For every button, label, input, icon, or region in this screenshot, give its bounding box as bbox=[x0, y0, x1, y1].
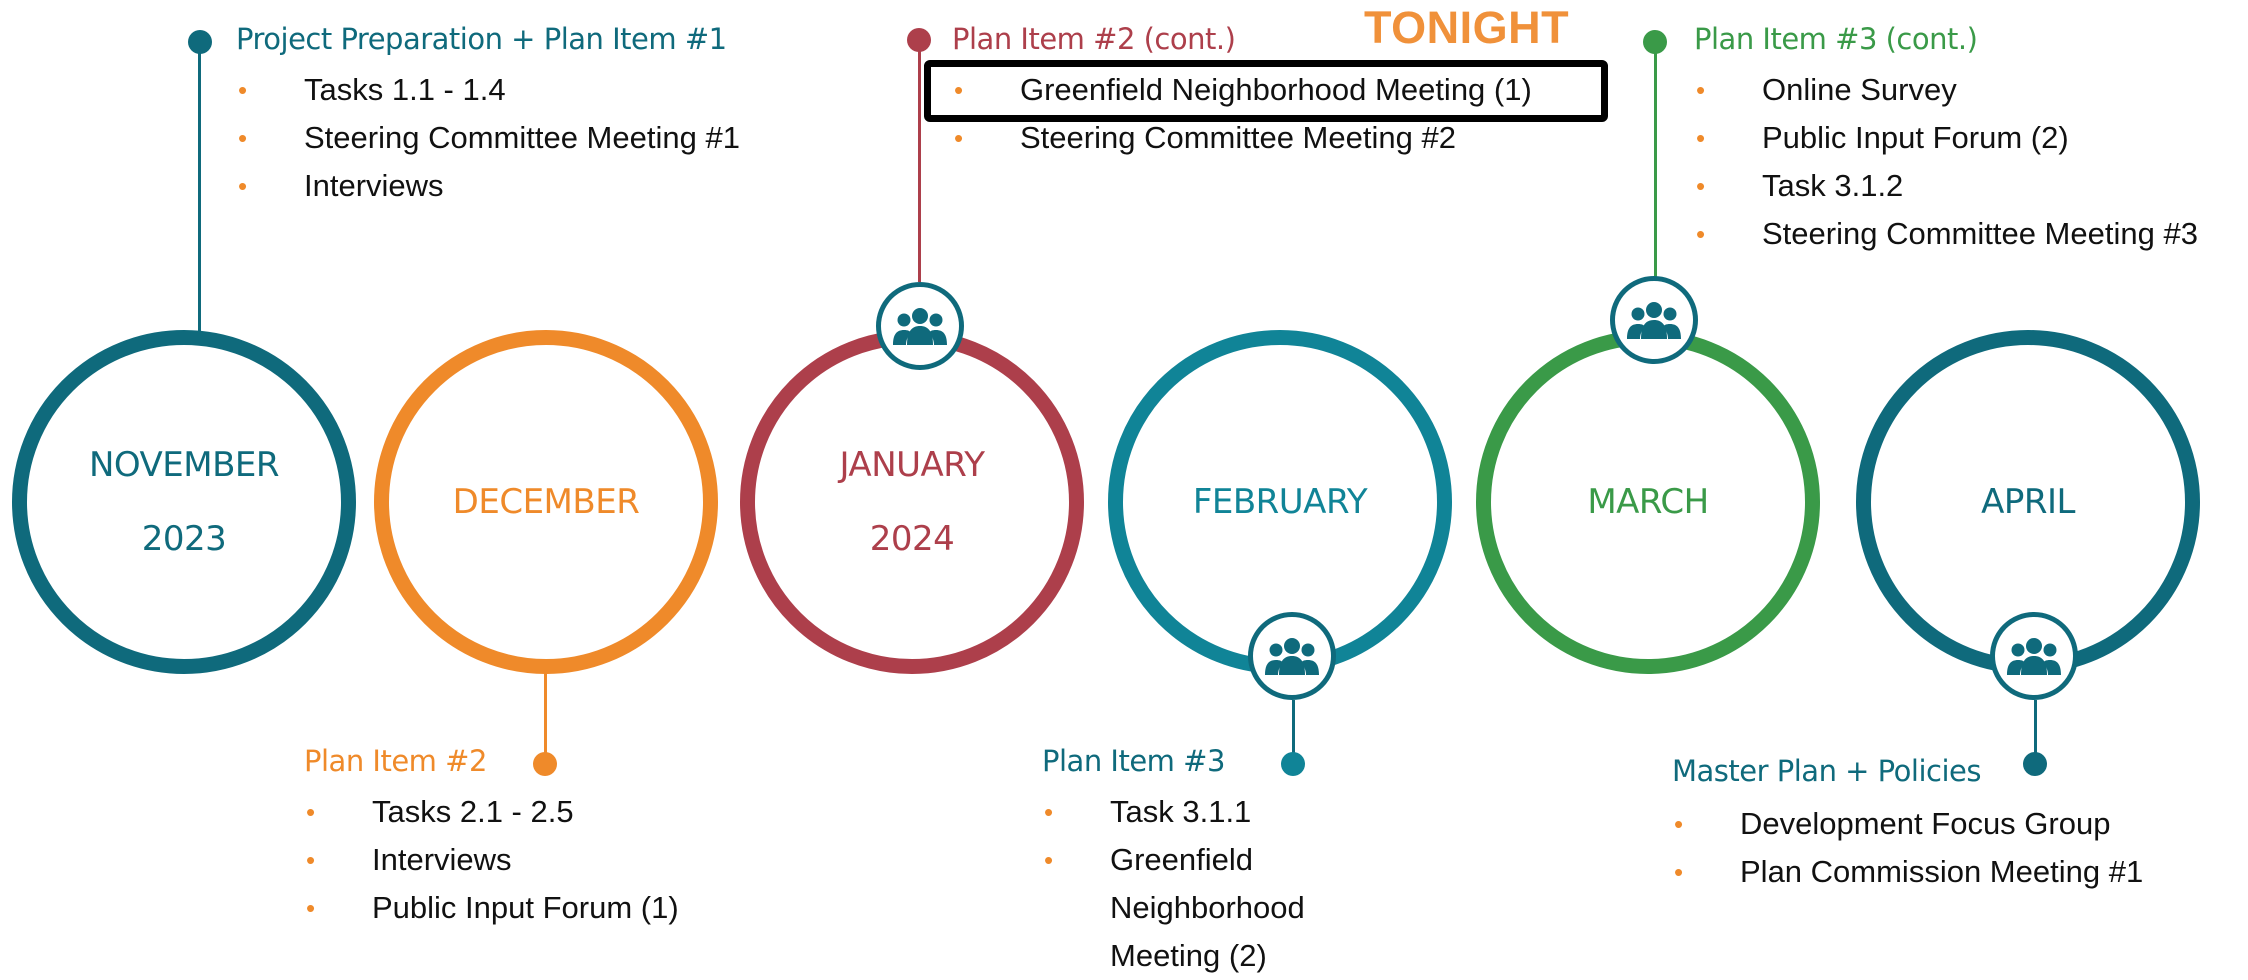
stage-heading: Plan Item #2 bbox=[304, 744, 487, 778]
list-item: Steering Committee Meeting #3 bbox=[1696, 210, 2198, 258]
people-group-icon bbox=[876, 282, 964, 370]
timeline-dot-february bbox=[1281, 752, 1305, 776]
connector-line-april bbox=[2034, 700, 2037, 766]
list-item: Tasks 2.1 - 2.5 bbox=[306, 788, 679, 836]
list-item: Greenfield Neighborhood Meeting (1) bbox=[954, 66, 1532, 114]
people-group-icon bbox=[1610, 276, 1698, 364]
stage-heading: Master Plan + Policies bbox=[1672, 754, 1981, 788]
connector-line-january bbox=[918, 42, 921, 282]
stage-task-list: Task 3.1.1 Greenfield Neighborhood Meeti… bbox=[1044, 788, 1344, 980]
list-item: Steering Committee Meeting #2 bbox=[954, 114, 1532, 162]
stage-heading: Plan Item #3 (cont.) bbox=[1694, 22, 1978, 56]
month-name: JANUARY bbox=[839, 445, 985, 485]
list-item: Online Survey bbox=[1696, 66, 2198, 114]
people-group-icon bbox=[1990, 612, 2078, 700]
list-item: Development Focus Group bbox=[1674, 800, 2143, 848]
list-item: Plan Commission Meeting #1 bbox=[1674, 848, 2143, 896]
list-item: Public Input Forum (2) bbox=[1696, 114, 2198, 162]
stage-task-list: Online Survey Public Input Forum (2) Tas… bbox=[1696, 66, 2198, 258]
month-name: FEBRUARY bbox=[1192, 482, 1368, 522]
tonight-callout: TONIGHT bbox=[1364, 2, 1570, 53]
month-name: APRIL bbox=[1981, 482, 2075, 522]
people-group-icon bbox=[1248, 612, 1336, 700]
connector-line-february bbox=[1292, 700, 1295, 764]
month-year: 2024 bbox=[869, 519, 955, 559]
month-circle-december: DECEMBER bbox=[374, 330, 718, 674]
timeline-dot-april bbox=[2023, 752, 2047, 776]
timeline-dot-november bbox=[188, 30, 212, 54]
month-circle-november: NOVEMBER 2023 bbox=[12, 330, 356, 674]
connector-line-december bbox=[544, 668, 547, 768]
list-item: Public Input Forum (1) bbox=[306, 884, 679, 932]
connector-line-march bbox=[1654, 42, 1657, 278]
connector-line-november bbox=[198, 42, 201, 334]
timeline-dot-january bbox=[907, 28, 931, 52]
month-name: MARCH bbox=[1587, 482, 1709, 522]
list-item: Greenfield Neighborhood Meeting (2) bbox=[1044, 836, 1344, 980]
month-name: DECEMBER bbox=[452, 482, 640, 522]
timeline-dot-march bbox=[1643, 30, 1667, 54]
stage-task-list: Development Focus Group Plan Commission … bbox=[1674, 800, 2143, 896]
month-name: NOVEMBER bbox=[88, 445, 280, 485]
month-year: 2023 bbox=[141, 519, 227, 559]
stage-task-list: Greenfield Neighborhood Meeting (1) Stee… bbox=[954, 66, 1532, 162]
month-circle-march: MARCH bbox=[1476, 330, 1820, 674]
list-item: Interviews bbox=[306, 836, 679, 884]
list-item: Interviews bbox=[238, 162, 740, 210]
stage-heading: Project Preparation + Plan Item #1 bbox=[236, 22, 727, 56]
tonight-highlight-box bbox=[924, 60, 1608, 122]
stage-task-list: Tasks 1.1 - 1.4 Steering Committee Meeti… bbox=[238, 66, 740, 210]
timeline-dot-december bbox=[533, 752, 557, 776]
list-item: Steering Committee Meeting #1 bbox=[238, 114, 740, 162]
stage-heading: Plan Item #2 (cont.) bbox=[952, 22, 1236, 56]
stage-heading: Plan Item #3 bbox=[1042, 744, 1225, 778]
month-circle-january: JANUARY 2024 bbox=[740, 330, 1084, 674]
list-item: Tasks 1.1 - 1.4 bbox=[238, 66, 740, 114]
stage-task-list: Tasks 2.1 - 2.5 Interviews Public Input … bbox=[306, 788, 679, 932]
list-item: Task 3.1.1 bbox=[1044, 788, 1344, 836]
list-item: Task 3.1.2 bbox=[1696, 162, 2198, 210]
